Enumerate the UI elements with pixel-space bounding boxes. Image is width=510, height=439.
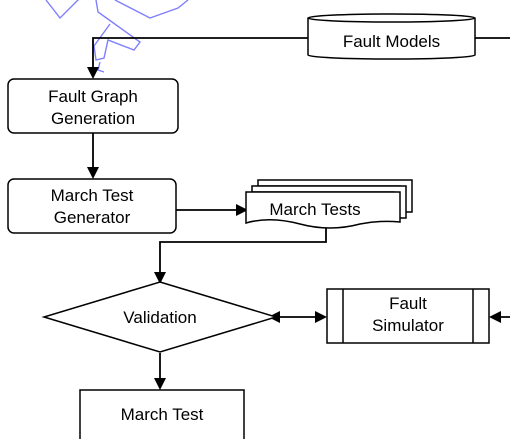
fault-simulator-line2: Simulator: [372, 316, 444, 335]
node-march-test: March Test: [79, 389, 245, 439]
edge-fault-models-to-fault-graph: [87, 37, 308, 79]
airplane-sketch-icon: [45, 0, 189, 73]
node-march-test-generator: March Test Generator: [7, 178, 177, 234]
march-test-label: March Test: [121, 405, 204, 424]
edge-march-tests-to-validation: [154, 228, 327, 284]
node-march-tests: March Tests: [245, 179, 413, 229]
node-fault-models: Fault Models: [307, 13, 476, 60]
march-tests-label: March Tests: [269, 200, 360, 219]
validation-label: Validation: [123, 308, 196, 327]
node-validation: Validation: [41, 281, 279, 353]
march-test-generator-line2: Generator: [54, 208, 131, 227]
fault-graph-generation-line2: Generation: [51, 109, 135, 128]
fault-graph-generation-line1: Fault Graph: [48, 87, 138, 106]
node-fault-graph-generation: Fault Graph Generation: [7, 78, 179, 134]
node-fault-simulator: Fault Simulator: [326, 288, 490, 344]
fault-models-label: Fault Models: [343, 32, 440, 51]
fault-simulator-line1: Fault: [389, 294, 427, 313]
march-test-generator-line1: March Test: [51, 186, 134, 205]
edges: [87, 37, 510, 390]
